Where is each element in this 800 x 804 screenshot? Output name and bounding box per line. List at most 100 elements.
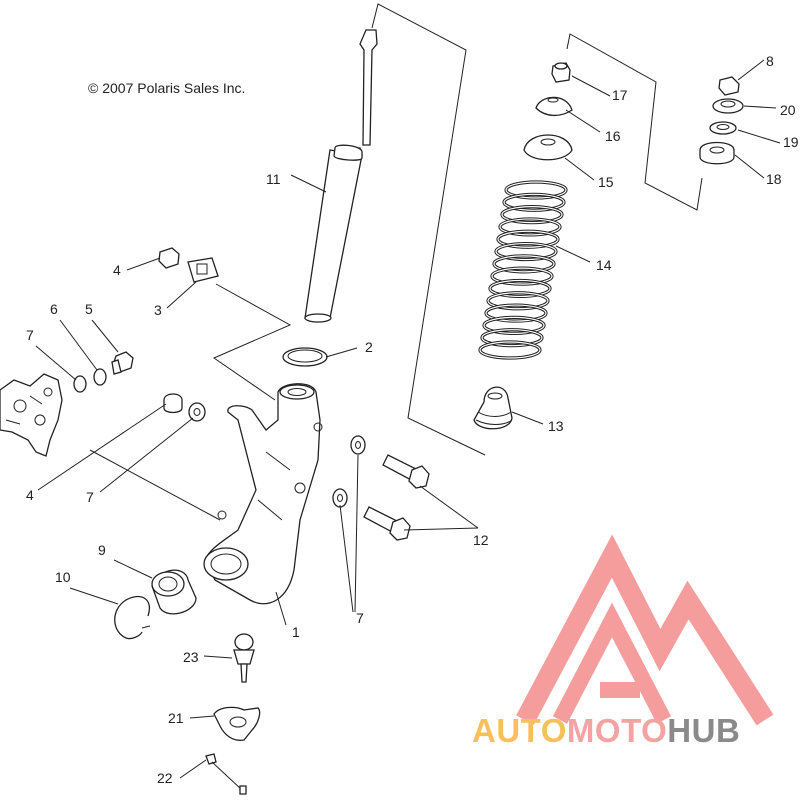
washer-part-6 [93, 368, 107, 386]
spring-coil-highlight [499, 218, 561, 236]
label-22: 22 [157, 770, 173, 786]
bump-stop-part-13 [473, 386, 513, 430]
ball-joint-part-23 [233, 633, 255, 683]
bearing-part-9 [151, 569, 197, 615]
label-19: 19 [783, 134, 799, 150]
spring-coil-highlight [505, 181, 567, 199]
washer-part-7-left [73, 375, 87, 393]
leader-line [275, 591, 287, 626]
spring-coil-highlight [497, 230, 559, 248]
bolt-part-12-lower [363, 506, 411, 541]
spring-coil-highlight [489, 279, 551, 298]
bracket-part-3 [187, 257, 219, 283]
snap-ring-part-10 [114, 595, 151, 640]
plate-part-21 [213, 706, 261, 741]
coil-spring-part-14 [478, 180, 568, 360]
leader-lines [35, 59, 781, 779]
spring-coil-highlight [481, 329, 543, 347]
watermark-auto: AUTO [472, 712, 567, 749]
leader-line [89, 449, 221, 521]
leader-line [91, 319, 119, 353]
leader-line [737, 129, 781, 144]
label-5: 5 [85, 301, 93, 317]
leader-line [354, 454, 359, 613]
label-16: 16 [605, 128, 621, 144]
leader-line [126, 257, 161, 271]
spring-coil-highlight [501, 206, 563, 224]
leader-line [69, 587, 119, 605]
washer-part-7-middle [188, 402, 206, 422]
bushing-part-18 [699, 141, 735, 165]
leader-line [179, 759, 207, 779]
label-7-right: 7 [356, 610, 364, 626]
nut-part-4-lower [163, 393, 183, 414]
spring-coil-highlight [483, 316, 545, 334]
leader-line [565, 109, 601, 133]
leader-line [290, 174, 327, 193]
spring-coil-highlight [495, 242, 557, 261]
label-15: 15 [598, 174, 614, 190]
washer-part-19 [709, 121, 737, 135]
leader-line [166, 281, 197, 309]
label-7-middle: 7 [86, 489, 94, 505]
nut-part-4-upper [158, 247, 180, 269]
leader-line [734, 154, 765, 179]
label-18: 18 [766, 171, 782, 187]
spring-coil-highlight [503, 193, 565, 211]
watermark-text: AUTOMOTOHUB [472, 712, 740, 750]
washer-part-20 [712, 98, 744, 114]
spring-seat-part-15 [523, 134, 573, 161]
label-1: 1 [292, 624, 300, 640]
label-4-upper: 4 [113, 262, 121, 278]
spring-coil-highlight [487, 292, 549, 310]
label-9: 9 [98, 542, 106, 558]
knuckle-part-1 [203, 383, 323, 605]
leader-line [189, 715, 215, 719]
watermark-hub: HUB [667, 712, 741, 749]
bolt-part-22 [205, 753, 247, 795]
automotohub-logo-mark [516, 534, 774, 726]
caliper [0, 373, 63, 457]
washer-part-7-right-lower [332, 488, 348, 508]
spring-coil-highlight [479, 341, 541, 359]
label-21: 21 [168, 710, 184, 726]
label-6: 6 [50, 301, 58, 317]
leader-line [564, 157, 595, 181]
leader-line [403, 527, 479, 531]
leader-line [37, 403, 167, 491]
leader-line [555, 245, 591, 263]
cap-part-16 [535, 96, 573, 117]
bolt-part-12-upper [382, 454, 430, 489]
leader-line [99, 417, 194, 493]
seal-part-2 [282, 347, 328, 367]
label-23: 23 [183, 649, 199, 665]
leader-line [203, 655, 233, 659]
leader-line [59, 319, 98, 371]
label-2: 2 [365, 339, 373, 355]
label-13: 13 [548, 418, 564, 434]
top-mount-bracket [566, 33, 703, 211]
label-20: 20 [780, 102, 796, 118]
leader-line [35, 345, 77, 381]
label-10: 10 [55, 569, 71, 585]
bracket-leader [212, 283, 292, 401]
leader-line [419, 485, 479, 529]
copyright-text: © 2007 Polaris Sales Inc. [88, 80, 246, 96]
leader-line [511, 411, 544, 425]
leader-line [325, 347, 358, 358]
label-4-lower: 4 [26, 487, 34, 503]
leader-line [113, 559, 153, 579]
label-7-left: 7 [26, 327, 34, 343]
label-11: 11 [266, 171, 281, 187]
bolt-part-5 [111, 351, 134, 375]
nut-part-8 [718, 76, 740, 96]
leader-line [743, 105, 777, 109]
spring-coil-highlight [485, 304, 547, 322]
watermark-moto: MOTO [566, 712, 668, 749]
strut-assembly-bracket [371, 3, 486, 456]
label-12: 12 [473, 532, 489, 548]
leader-line [339, 504, 354, 613]
spring-coil-highlight [493, 255, 555, 273]
